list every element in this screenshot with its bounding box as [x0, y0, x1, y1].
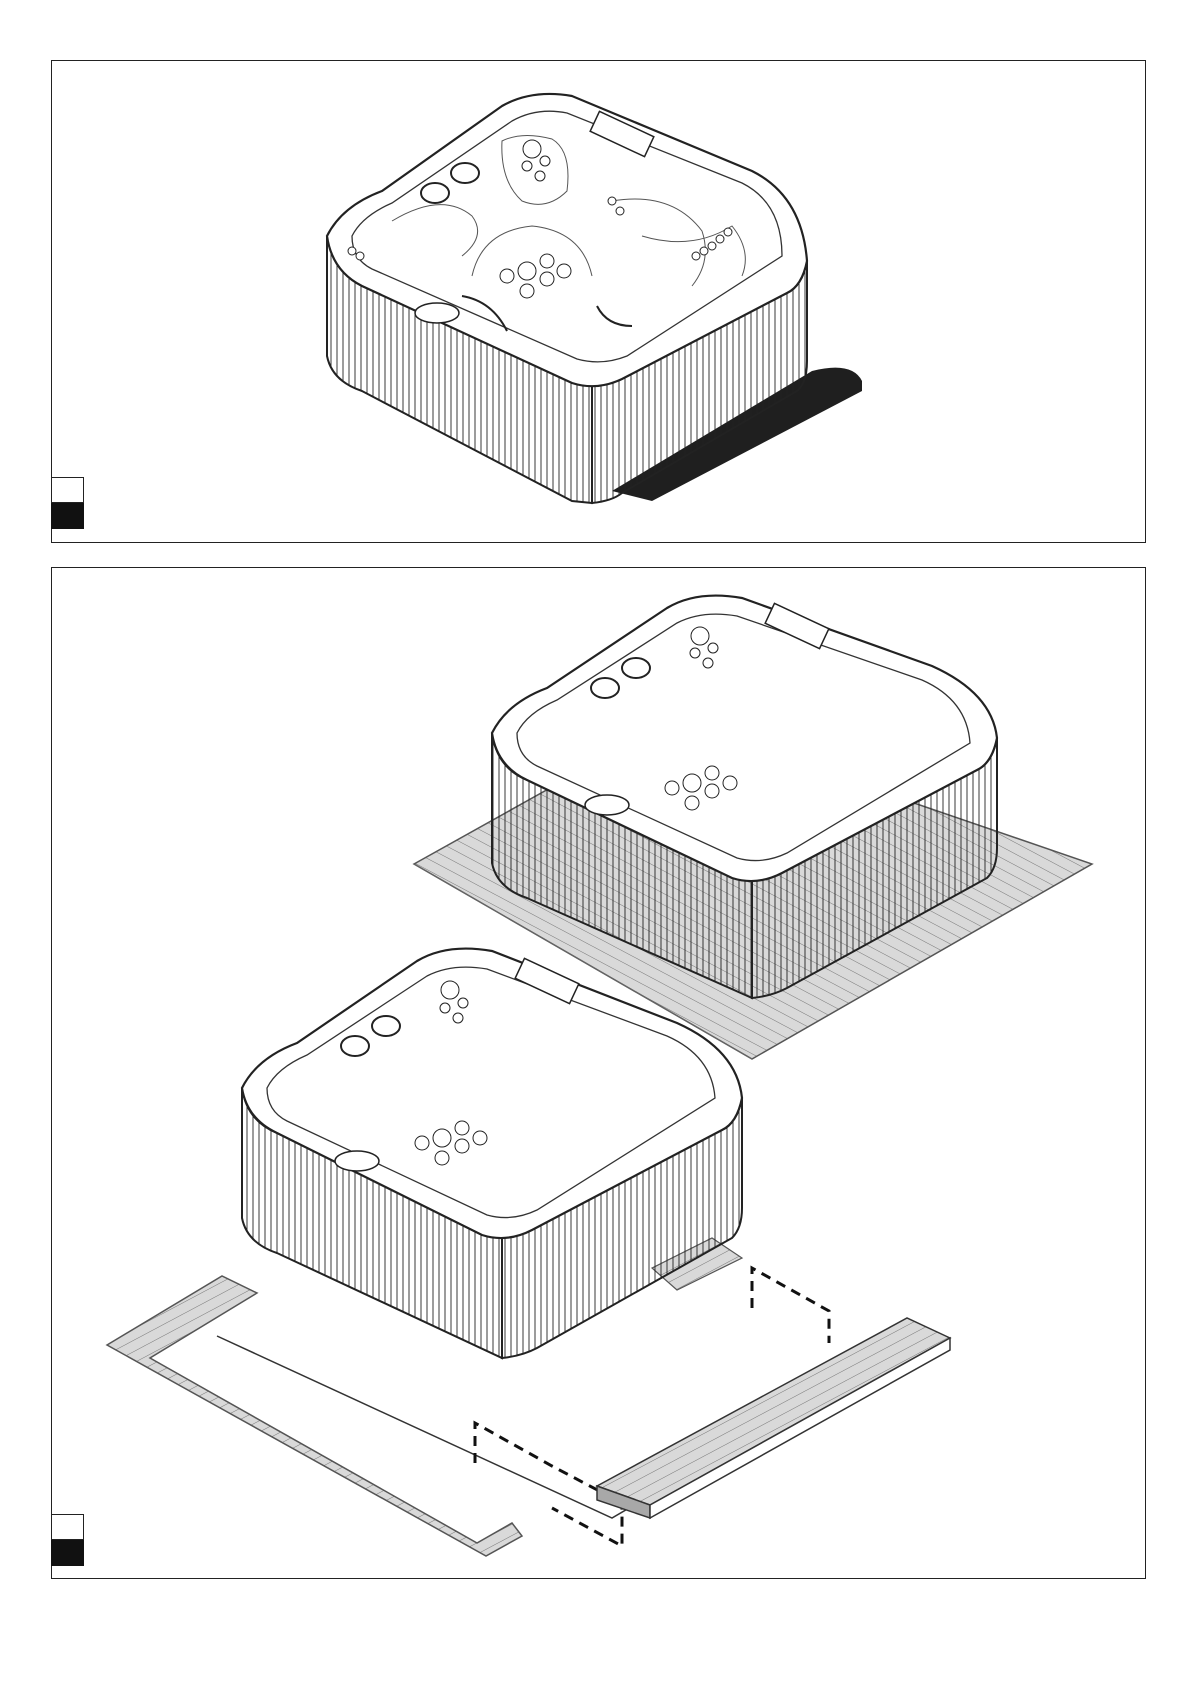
- filter-cap: [372, 1016, 400, 1036]
- spa-deck-assembly-lower: [107, 949, 950, 1556]
- control-knob: [421, 183, 449, 203]
- figure-panel-1: [51, 60, 1146, 543]
- control-knob: [591, 678, 619, 698]
- step-marker-fill: [51, 503, 84, 529]
- pillow-headrest: [335, 1151, 379, 1171]
- spa-illustration-top: [52, 61, 1144, 541]
- filter-cap: [451, 163, 479, 183]
- filter-cap: [622, 658, 650, 678]
- step-marker-2: [51, 1514, 84, 1566]
- figure-panel-2: [51, 567, 1146, 1579]
- step-number-box: [51, 1514, 84, 1540]
- step-marker-fill: [51, 1540, 84, 1566]
- step-number-box: [51, 477, 84, 503]
- spa-deck-illustrations: [52, 568, 1144, 1577]
- pillow-headrest: [415, 303, 459, 323]
- control-knob: [341, 1036, 369, 1056]
- dashed-outline-right: [752, 1268, 829, 1343]
- loose-deck-board: [597, 1318, 950, 1518]
- step-marker-1: [51, 477, 84, 529]
- pillow-headrest: [585, 795, 629, 815]
